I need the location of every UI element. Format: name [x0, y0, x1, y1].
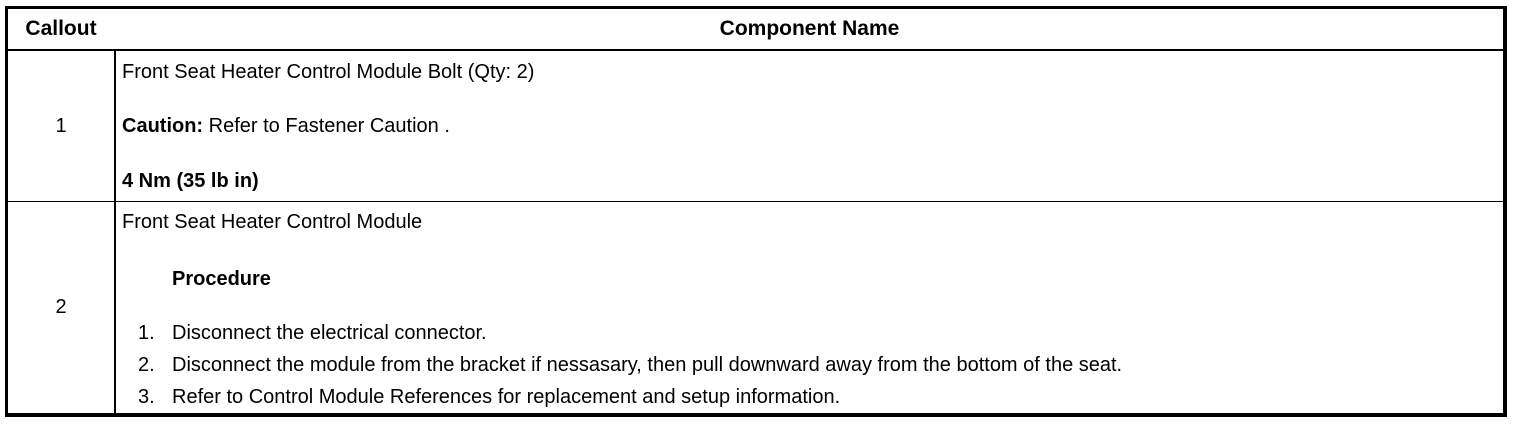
header-component-name: Component Name	[719, 17, 900, 40]
procedure-step: 1. Disconnect the electrical connector.	[138, 322, 487, 345]
callout-number: 2	[55, 296, 67, 318]
step-number: 1.	[138, 322, 155, 344]
step-number: 2.	[138, 354, 155, 376]
component-cell: Front Seat Heater Control Module Bolt (Q…	[116, 51, 1503, 201]
step-text: Disconnect the electrical connector.	[172, 322, 487, 344]
table-row: 2 Front Seat Heater Control Module Proce…	[8, 202, 1503, 413]
column-divider	[114, 9, 116, 413]
caution-note: Caution: Refer to Fastener Caution .	[122, 115, 450, 138]
component-cell: Front Seat Heater Control Module Procedu…	[116, 202, 1503, 413]
procedure-title: Procedure	[172, 268, 271, 290]
step-text: Refer to Control Module References for r…	[172, 386, 841, 408]
component-name: Front Seat Heater Control Module Bolt (Q…	[122, 61, 535, 83]
torque-spec: 4 Nm (35 lb in)	[122, 170, 259, 192]
step-text: Disconnect the module from the bracket i…	[172, 354, 1123, 376]
header-callout: Callout	[25, 17, 97, 40]
table-row: 1 Front Seat Heater Control Module Bolt …	[8, 51, 1503, 202]
component-name: Front Seat Heater Control Module	[122, 211, 423, 233]
callout-number: 1	[55, 114, 67, 137]
caution-label: Caution:	[122, 115, 204, 137]
caution-text: Refer to Fastener Caution .	[203, 115, 450, 137]
step-number: 3.	[138, 386, 155, 408]
procedure-step: 3. Refer to Control Module References for…	[138, 386, 840, 409]
component-table: Callout Component Name 1 Front Seat Heat…	[5, 6, 1507, 417]
procedure-step: 2. Disconnect the module from the bracket…	[138, 354, 1122, 377]
table-header-row: Callout Component Name	[8, 9, 1503, 51]
